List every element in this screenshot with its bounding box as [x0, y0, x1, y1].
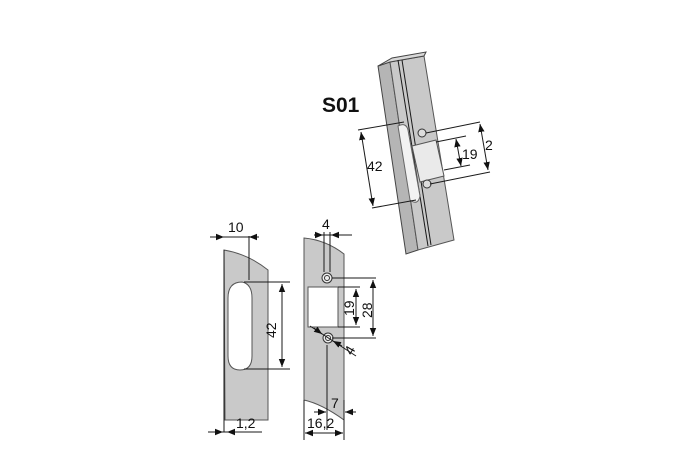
front-screw-top: [321, 272, 333, 284]
front-dim-28: 28: [359, 302, 375, 318]
front-dim-4-top: 4: [322, 216, 330, 232]
side-dim-1-2: 1,2: [236, 415, 256, 431]
iso-dimensions: 42 19 2: [357, 121, 493, 209]
side-view-plate: [223, 236, 269, 432]
front-dim-16-2: 16,2: [307, 415, 334, 431]
front-dim-7: 7: [331, 395, 339, 411]
iso-dim-42: 42: [367, 158, 383, 174]
side-view-dimensions: 10 42 1,2: [208, 219, 290, 436]
iso-dim-28: 2: [485, 137, 493, 153]
side-dim-10: 10: [228, 219, 244, 235]
side-dim-42: 42: [263, 322, 279, 338]
iso-screw-bottom: [422, 179, 432, 189]
iso-dim-19: 19: [462, 146, 478, 162]
iso-screw-top: [417, 128, 427, 138]
iso-strike-plate: [377, 51, 455, 255]
front-dim-19: 19: [341, 300, 357, 316]
model-title: S01: [322, 94, 360, 117]
